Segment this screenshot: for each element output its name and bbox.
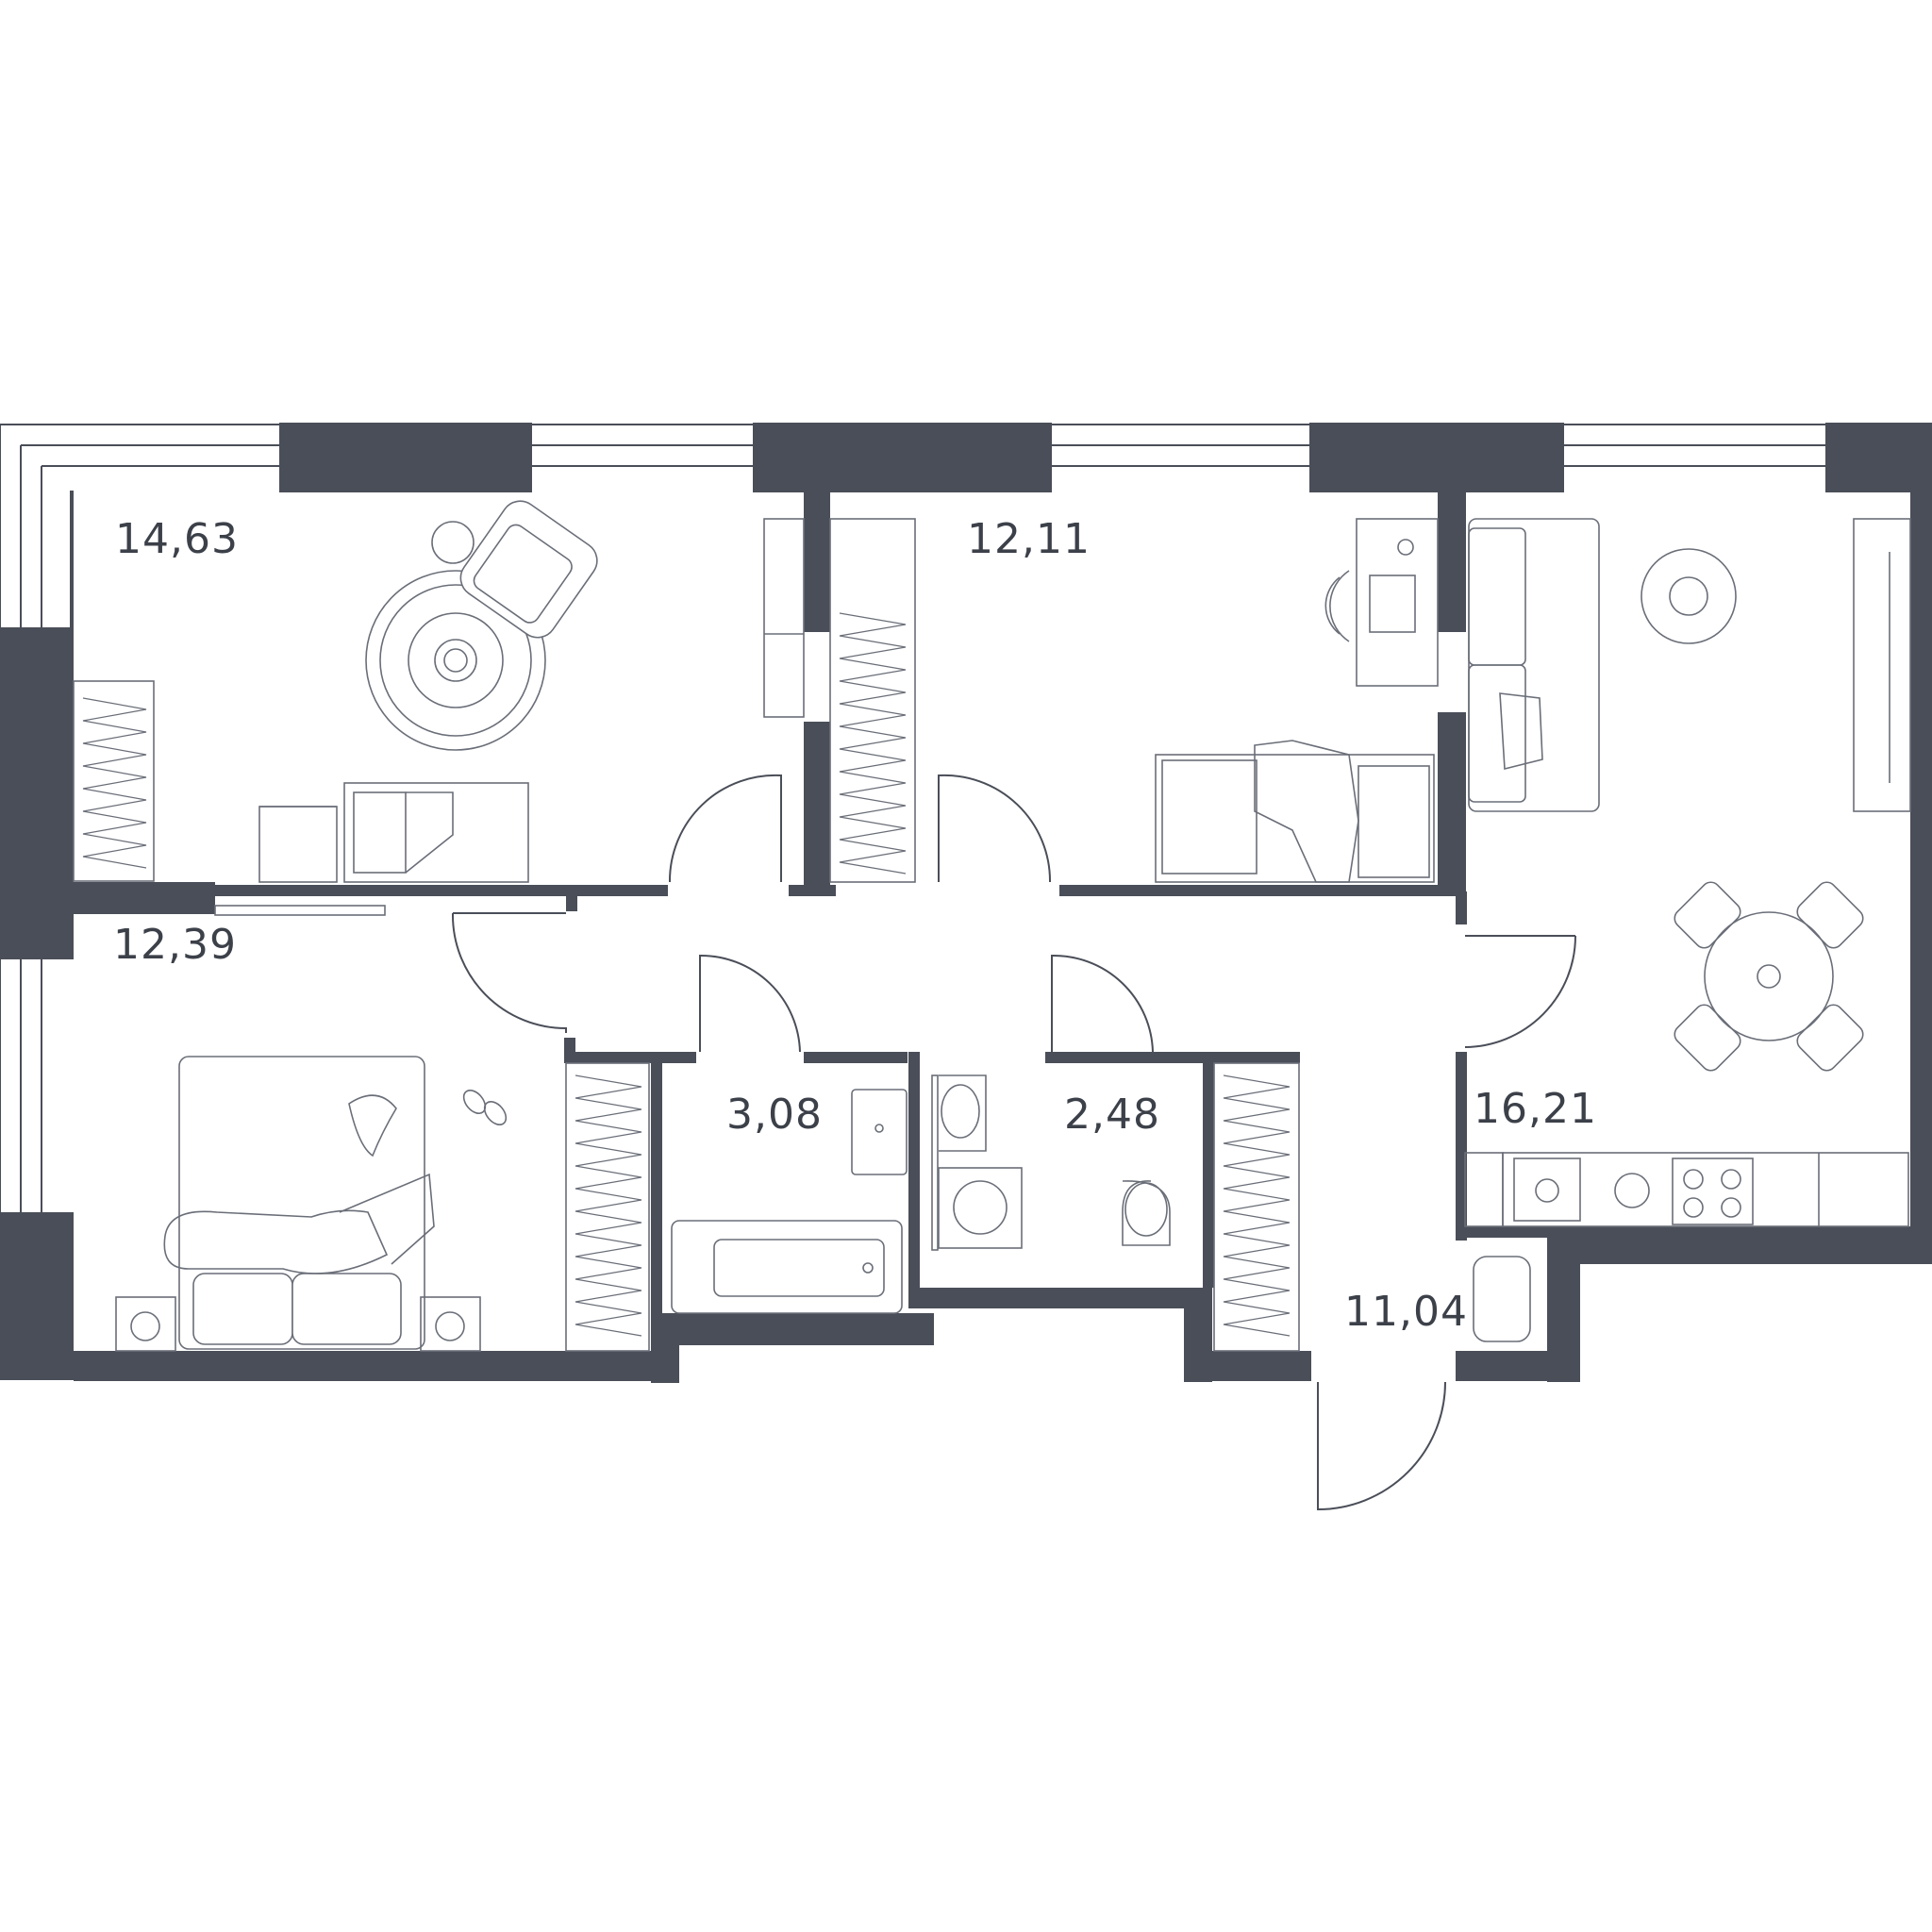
furniture-bedroom-bottom-left — [115, 1056, 508, 1352]
area-label-bathroom: 3,08 — [726, 1091, 823, 1139]
area-label-toilet: 2,48 — [1064, 1091, 1160, 1139]
area-label-bedroom-top-left: 14,63 — [115, 515, 239, 563]
furniture-toilet — [931, 1074, 1171, 1251]
area-label-kitchen-living: 16,21 — [1474, 1085, 1597, 1133]
furniture-kitchen-living — [1464, 518, 1911, 1342]
doors — [451, 774, 1576, 1511]
furniture-bathroom — [671, 1089, 908, 1314]
area-label-bedroom-top-middle: 12,11 — [967, 515, 1091, 563]
furniture-bedroom-top-left — [214, 500, 598, 916]
area-label-hallway: 11,04 — [1344, 1288, 1468, 1336]
area-label-bedroom-bottom-left: 12,39 — [113, 921, 237, 969]
wardrobes — [73, 518, 1300, 1352]
area-labels: 14,63 12,11 12,39 3,08 2,48 16,21 11,04 — [113, 515, 1597, 1336]
walls — [0, 423, 1932, 1383]
furniture-bedroom-top-middle — [1155, 518, 1439, 883]
